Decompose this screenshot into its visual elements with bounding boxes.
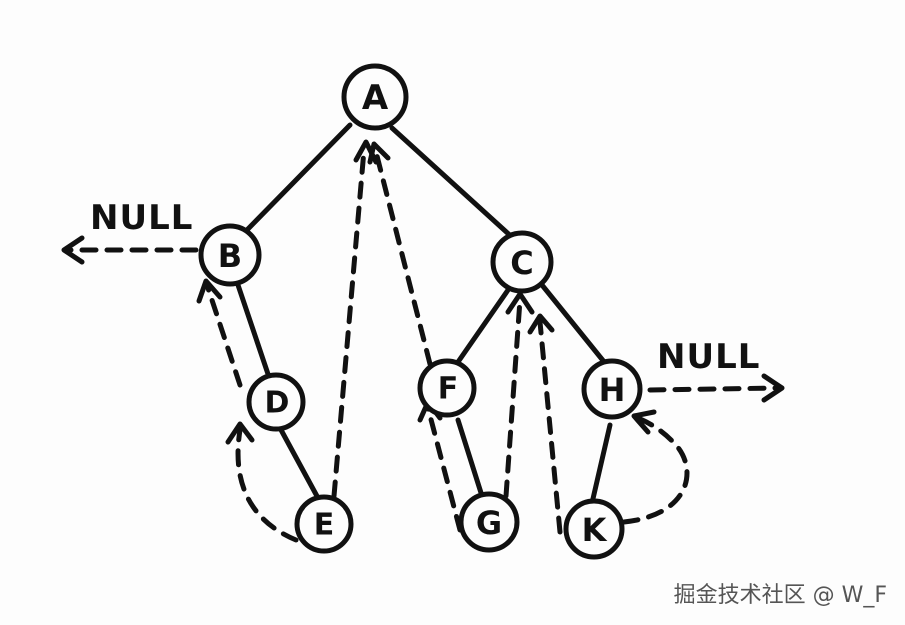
node-c: C [490, 230, 554, 294]
node-k: K [563, 498, 625, 560]
edge-b-d [235, 282, 273, 383]
node-e: E [294, 494, 354, 554]
node-g-label: G [476, 504, 502, 542]
tree-edges [235, 122, 613, 506]
edge-c-h [539, 282, 608, 366]
node-a-label: A [362, 78, 389, 118]
node-d-label: D [265, 386, 290, 421]
node-d: D [246, 372, 306, 432]
edge-f-g [455, 417, 485, 499]
node-a: A [341, 63, 409, 131]
thread-g-c [503, 297, 523, 499]
arrowhead-b-null [61, 235, 85, 265]
edge-c-f [455, 287, 511, 365]
node-c-label: C [510, 244, 533, 282]
node-h-label: H [599, 371, 626, 409]
arrowhead-k-h [631, 409, 657, 435]
edge-d-e [277, 425, 321, 501]
thread-f-a [373, 149, 433, 367]
arrowhead-e-d [225, 421, 255, 445]
thread-k-c [537, 319, 563, 535]
thread-e-a [331, 147, 367, 499]
node-b: B [198, 223, 262, 287]
thread-k-h [621, 415, 690, 525]
null-label-right: NULL [657, 337, 760, 377]
arrowhead-h-null [761, 373, 785, 403]
arrowhead-d-b [196, 278, 223, 304]
thread-g-f [425, 405, 463, 533]
edge-h-k [589, 422, 613, 506]
thread-arrows [61, 139, 785, 543]
thread-d-b [205, 285, 243, 388]
node-f: F [417, 358, 477, 418]
node-g: G [458, 491, 520, 553]
tree-nodes: A B C D E F G [198, 63, 643, 560]
watermark: 掘金技术社区 @ W_F [673, 583, 887, 608]
arrowhead-k-c [527, 313, 555, 335]
node-f-label: F [438, 372, 459, 407]
node-h: H [581, 358, 643, 420]
node-e-label: E [314, 508, 335, 543]
null-label-left: NULL [90, 198, 193, 238]
node-b-label: B [218, 237, 242, 275]
node-k-label: K [582, 511, 608, 549]
edge-a-c [389, 125, 516, 241]
arrowhead-f-a [367, 141, 391, 165]
edge-a-b [242, 122, 353, 235]
arrowhead-g-c [505, 291, 535, 315]
thread-h-null [647, 385, 781, 393]
